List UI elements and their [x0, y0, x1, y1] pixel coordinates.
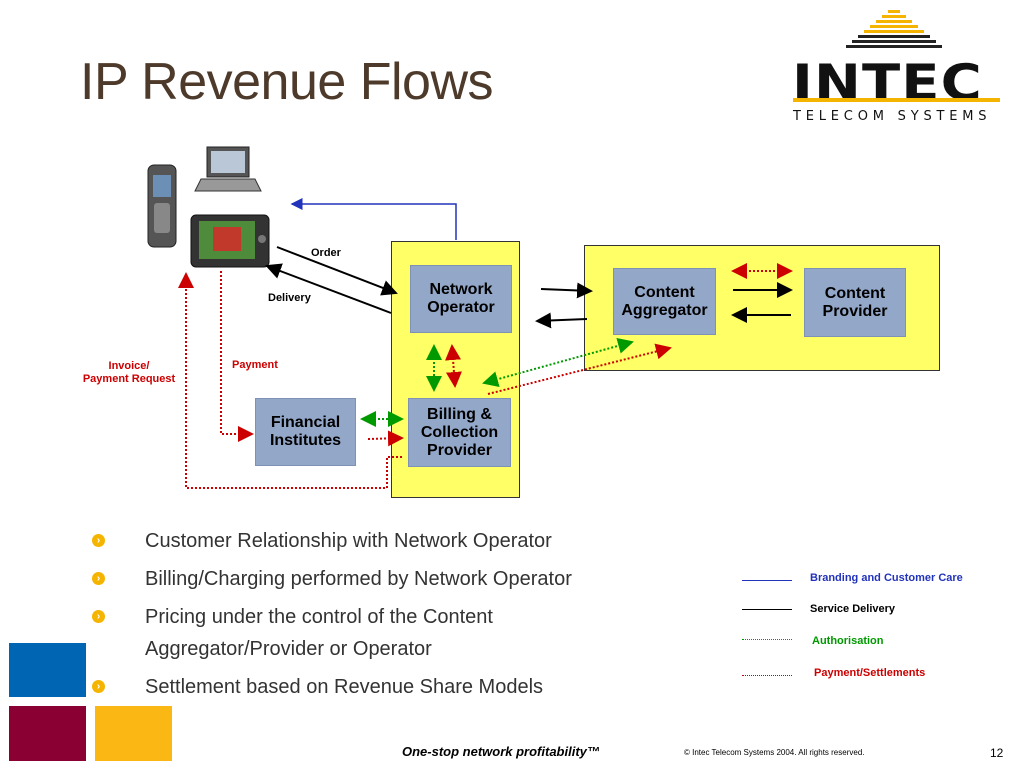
legend-line-payment — [742, 675, 792, 676]
legend-label-branding: Branding and Customer Care — [810, 572, 963, 584]
footer-copyright: © Intec Telecom Systems 2004. All rights… — [684, 748, 865, 757]
footer-slogan: One-stop network profitability™ — [402, 744, 600, 759]
legend-line-service — [742, 609, 792, 610]
billing-aggregator-payment-arrow — [487, 343, 672, 395]
bullet-item: › Settlement based on Revenue Share Mode… — [90, 671, 690, 703]
financial-institutes-node: Financial Institutes — [255, 398, 356, 466]
invoice-label-line2: Payment Request — [82, 373, 176, 385]
billing-provider-node: Billing & Collection Provider — [408, 398, 511, 467]
invoice-label-line1: Invoice/ — [108, 360, 150, 372]
decorative-square-maroon — [9, 706, 86, 761]
arrow-bullet-icon: › — [92, 534, 105, 547]
logo-subtitle: TELECOM SYSTEMS — [793, 109, 992, 124]
media-player-icon — [190, 214, 270, 268]
bullet-item: › Pricing under the control of the Conte… — [90, 601, 585, 665]
intec-logo-wordmark: INTEC — [792, 54, 983, 112]
order-label: Order — [311, 247, 341, 259]
content-provider-node: Content Provider — [804, 268, 906, 337]
financial-billing-payment-arrow — [367, 430, 404, 447]
payment-arrow — [220, 271, 254, 442]
arrow-bullet-icon: › — [92, 610, 105, 623]
bullet-text: Settlement based on Revenue Share Models — [145, 676, 544, 698]
decorative-square-yellow — [95, 706, 172, 761]
mobile-phone-icon — [147, 164, 177, 248]
order-arrow — [276, 246, 398, 296]
bullet-item: › Billing/Charging performed by Network … — [90, 563, 690, 595]
bullet-text: Pricing under the control of the Content… — [145, 606, 493, 660]
network-operator-node: Network Operator — [410, 265, 512, 333]
laptop-icon — [194, 146, 262, 192]
invoice-request-arrow — [178, 272, 402, 489]
decorative-square-blue — [9, 643, 86, 697]
aggregator-to-operator-arrow — [535, 312, 588, 329]
legend-label-payment: Payment/Settlements — [814, 667, 926, 679]
legend-line-branding — [742, 580, 792, 581]
legend-label-service: Service Delivery — [810, 603, 896, 615]
arrow-bullet-icon: › — [92, 680, 105, 693]
legend-label-authorisation: Authorisation — [812, 635, 884, 647]
payment-label: Payment — [232, 359, 278, 371]
delivery-arrow — [265, 263, 392, 314]
invoice-label: Invoice/ Payment Request — [70, 360, 188, 386]
bullet-item: › Customer Relationship with Network Ope… — [90, 525, 690, 557]
delivery-label: Delivery — [268, 292, 311, 304]
operator-billing-payment-arrow — [445, 344, 462, 388]
branding-flow-arrow — [290, 198, 457, 240]
bullet-list: › Customer Relationship with Network Ope… — [90, 525, 690, 709]
bullet-text: Billing/Charging performed by Network Op… — [145, 568, 572, 590]
intec-logo-pyramid-icon — [846, 10, 942, 48]
legend-line-authorisation — [742, 639, 792, 640]
devices-illustration — [147, 146, 270, 268]
slide-title: IP Revenue Flows — [80, 53, 494, 111]
bullet-text: Customer Relationship with Network Opera… — [145, 530, 552, 552]
operator-to-aggregator-arrow — [540, 282, 593, 299]
page-number: 12 — [990, 746, 1004, 760]
content-aggregator-node: Content Aggregator — [613, 268, 716, 335]
billing-aggregator-authorisation-arrow — [482, 338, 634, 387]
logo-underline — [793, 98, 1000, 102]
arrow-bullet-icon: › — [92, 572, 105, 585]
